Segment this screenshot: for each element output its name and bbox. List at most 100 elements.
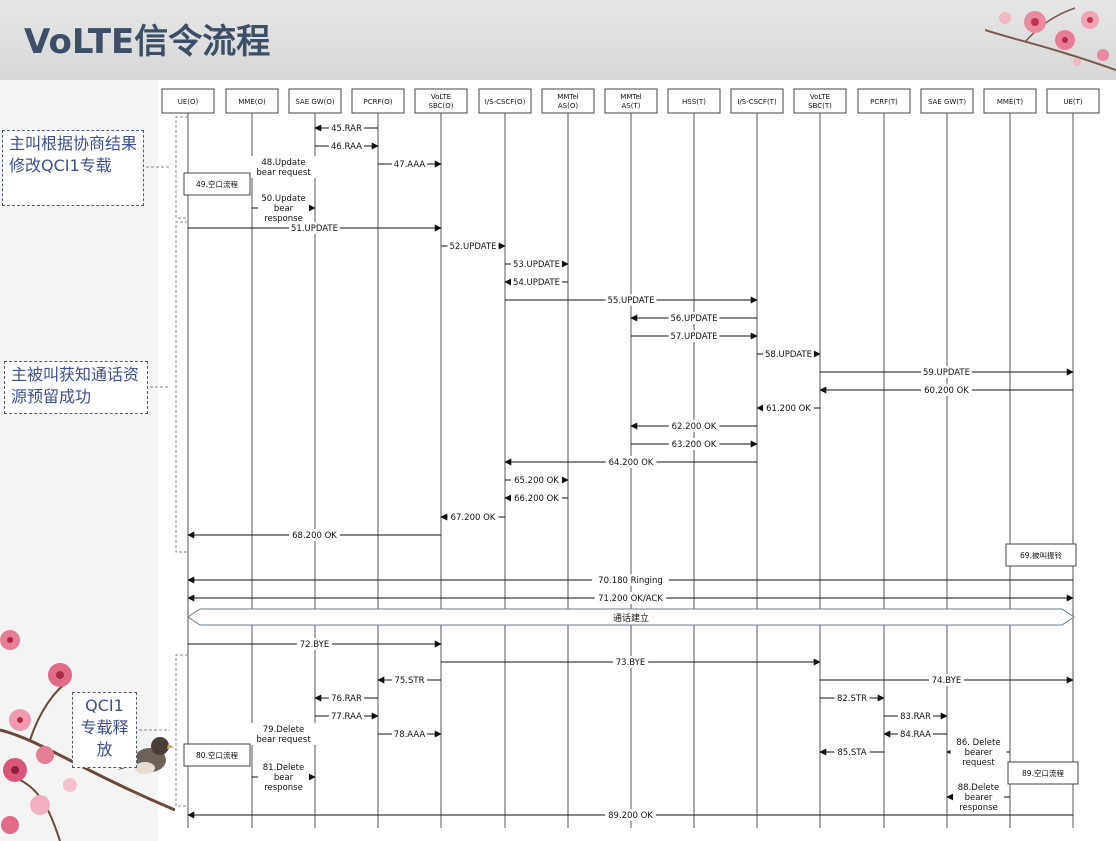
title-bar <box>0 0 1116 80</box>
message-label-70-180-ringing: 70.180 Ringing <box>598 576 663 586</box>
message-label-72-bye: 72.BYE <box>300 640 329 650</box>
message-label-bg <box>605 809 656 821</box>
entity-label-ue-t: UE(T) <box>1063 98 1083 106</box>
message-label-62-200-ok: 62.200 OK <box>672 422 717 432</box>
message-label-54-update: 54.UPDATE <box>513 278 560 288</box>
entity-box-pcrf-o <box>351 88 405 114</box>
entity-box-ue-o <box>161 88 215 114</box>
entity-label-pcrf-t: PCRF(T) <box>870 98 898 106</box>
message-label-75-str: 75.STR <box>394 676 424 686</box>
note-modify-qci1: 主叫根据协商结果修改QCI1专载 <box>2 130 144 206</box>
entity-label-sae-gw-o: SAE GW(O) <box>295 98 335 106</box>
message-label-bg <box>612 656 649 668</box>
message-label-57-update: 57.UPDATE <box>671 332 718 342</box>
message-label-bg <box>763 348 814 360</box>
message-label-51-update: 51.UPDATE <box>291 224 338 234</box>
bracket-1 <box>175 116 188 219</box>
message-label-bg <box>250 156 317 178</box>
note-modify-qci1-text: 主叫根据协商结果修改QCI1专载 <box>9 134 138 175</box>
message-label-bg <box>250 723 317 745</box>
entity-label-ue-o: UE(O) <box>178 98 199 106</box>
entity-box-mmtel-as-t <box>604 88 658 114</box>
message-label-bg <box>289 222 340 234</box>
message-label-bg <box>921 384 972 396</box>
entity-label-i-s-cscf-o: I/S-CSCF(O) <box>485 98 526 106</box>
message-label-83-rar: 83.RAR <box>900 712 931 722</box>
message-label-52-update: 52.UPDATE <box>450 242 497 252</box>
bracket-2 <box>175 221 188 553</box>
message-label-bg <box>921 366 972 378</box>
message-label-bg <box>447 511 499 523</box>
message-label-63-200-ok: 63.200 OK <box>672 440 717 450</box>
message-label-bg <box>328 692 365 704</box>
message-label-82-str: 82.STR <box>837 694 867 704</box>
message-label-67-200-ok: 67.200 OK <box>451 513 496 523</box>
message-label-bg <box>953 781 1004 813</box>
entity-box-volte-sbc-t <box>793 88 847 114</box>
message-label-bg <box>592 574 669 586</box>
procedure-box-2 <box>1005 543 1077 567</box>
call-established-bar <box>187 608 1075 626</box>
page-title: VoLTE信令流程 <box>24 22 271 62</box>
message-label-74-bye: 74.BYE <box>932 676 961 686</box>
entity-box-mme-o <box>225 88 279 114</box>
procedure-label-2: 69.被叫振铃 <box>1020 550 1062 560</box>
message-label-77-raa: 77.RAA <box>331 712 362 722</box>
procedure-label-1: 49.空口流程 <box>196 179 238 189</box>
message-label-bg <box>763 402 814 414</box>
entity-label-mme-o: MME(O) <box>238 98 266 106</box>
message-label-bg <box>328 122 365 134</box>
message-label-bg <box>668 312 720 324</box>
entity-box-i-s-cscf-o <box>478 88 532 114</box>
procedure-label-4: 89.空口流程 <box>1022 768 1064 778</box>
message-label-bg <box>328 710 365 722</box>
message-label-46-raa: 46.RAA <box>331 142 362 152</box>
message-label-bg <box>928 674 965 686</box>
message-label-56-update: 56.UPDATE <box>671 314 718 324</box>
message-label-bg <box>391 728 428 740</box>
message-label-bg <box>258 761 309 793</box>
message-label-bg <box>897 710 934 722</box>
procedure-box-4 <box>1007 761 1079 785</box>
message-label-bg <box>834 692 870 704</box>
entity-label-hss-t: HSS(T) <box>682 98 706 106</box>
message-label-bg <box>605 456 657 468</box>
message-label-89-200-ok: 89.200 OK <box>608 811 653 821</box>
entity-box-hss-t <box>667 88 721 114</box>
message-label-53-update: 53.UPDATE <box>513 260 560 270</box>
entity-label-sae-gw-t: SAE GW(T) <box>928 98 966 106</box>
entity-box-ue-t <box>1046 88 1100 114</box>
entity-box-mmtel-as-o <box>541 88 595 114</box>
entity-label-mme-t: MME(T) <box>997 98 1024 106</box>
message-label-76-rar: 76.RAR <box>331 694 362 704</box>
note-qci1-release-text: QCI1专载释放 <box>80 696 129 759</box>
message-label-bg <box>950 736 1007 768</box>
plum-blossom-decoration-top <box>985 7 1116 71</box>
procedure-box-1 <box>183 172 251 196</box>
message-label-85-sta: 85.STA <box>837 748 866 758</box>
note-qci1-release: QCI1专载释放 <box>72 692 137 768</box>
call-established-label: 通话建立 <box>613 612 649 624</box>
note-resource-reserved: 主被叫获知通话资源预留成功 <box>4 361 148 414</box>
message-label-bg <box>258 192 309 224</box>
message-label-60-200-ok: 60.200 OK <box>924 386 969 396</box>
procedure-box-3 <box>183 743 251 767</box>
message-label-78-aaa: 78.AAA <box>394 730 426 740</box>
entity-box-sae-gw-o <box>288 88 342 114</box>
procedure-label-3: 80.空口流程 <box>196 750 238 760</box>
message-label-68-200-ok: 68.200 OK <box>292 531 337 541</box>
message-label-71-200-ok-ack: 71.200 OK/ACK <box>598 594 663 604</box>
message-label-bg <box>296 638 333 650</box>
message-label-65-200-ok: 65.200 OK <box>514 476 559 486</box>
message-label-47-aaa: 47.AAA <box>394 160 426 170</box>
message-label-bg <box>668 420 720 432</box>
message-label-bg <box>511 276 562 288</box>
message-label-bg <box>834 746 870 758</box>
message-label-bg <box>511 474 562 486</box>
